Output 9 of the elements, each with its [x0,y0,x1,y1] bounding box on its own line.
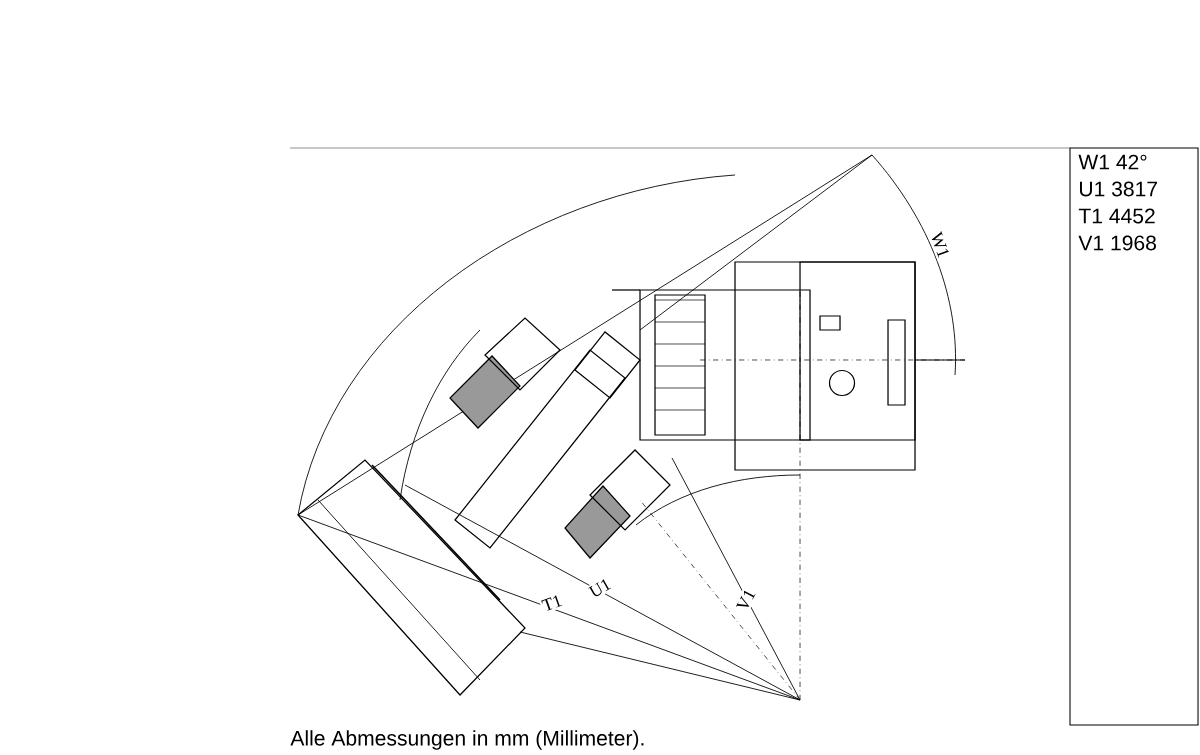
dimension-label: W1 [927,228,953,262]
caption: Alle Abmessungen in mm (Millimeter). [290,730,644,750]
table-cell: U1 3817 [1080,181,1157,197]
table-cell: W1 42° [1078,154,1147,170]
table-cell: V1 1968 [1078,235,1156,251]
dimension-label: V1 [733,585,759,615]
dimension-label: T1 [538,591,566,615]
dimension-label: U1 [585,575,615,601]
table-cell: T1 4452 [1078,208,1155,224]
